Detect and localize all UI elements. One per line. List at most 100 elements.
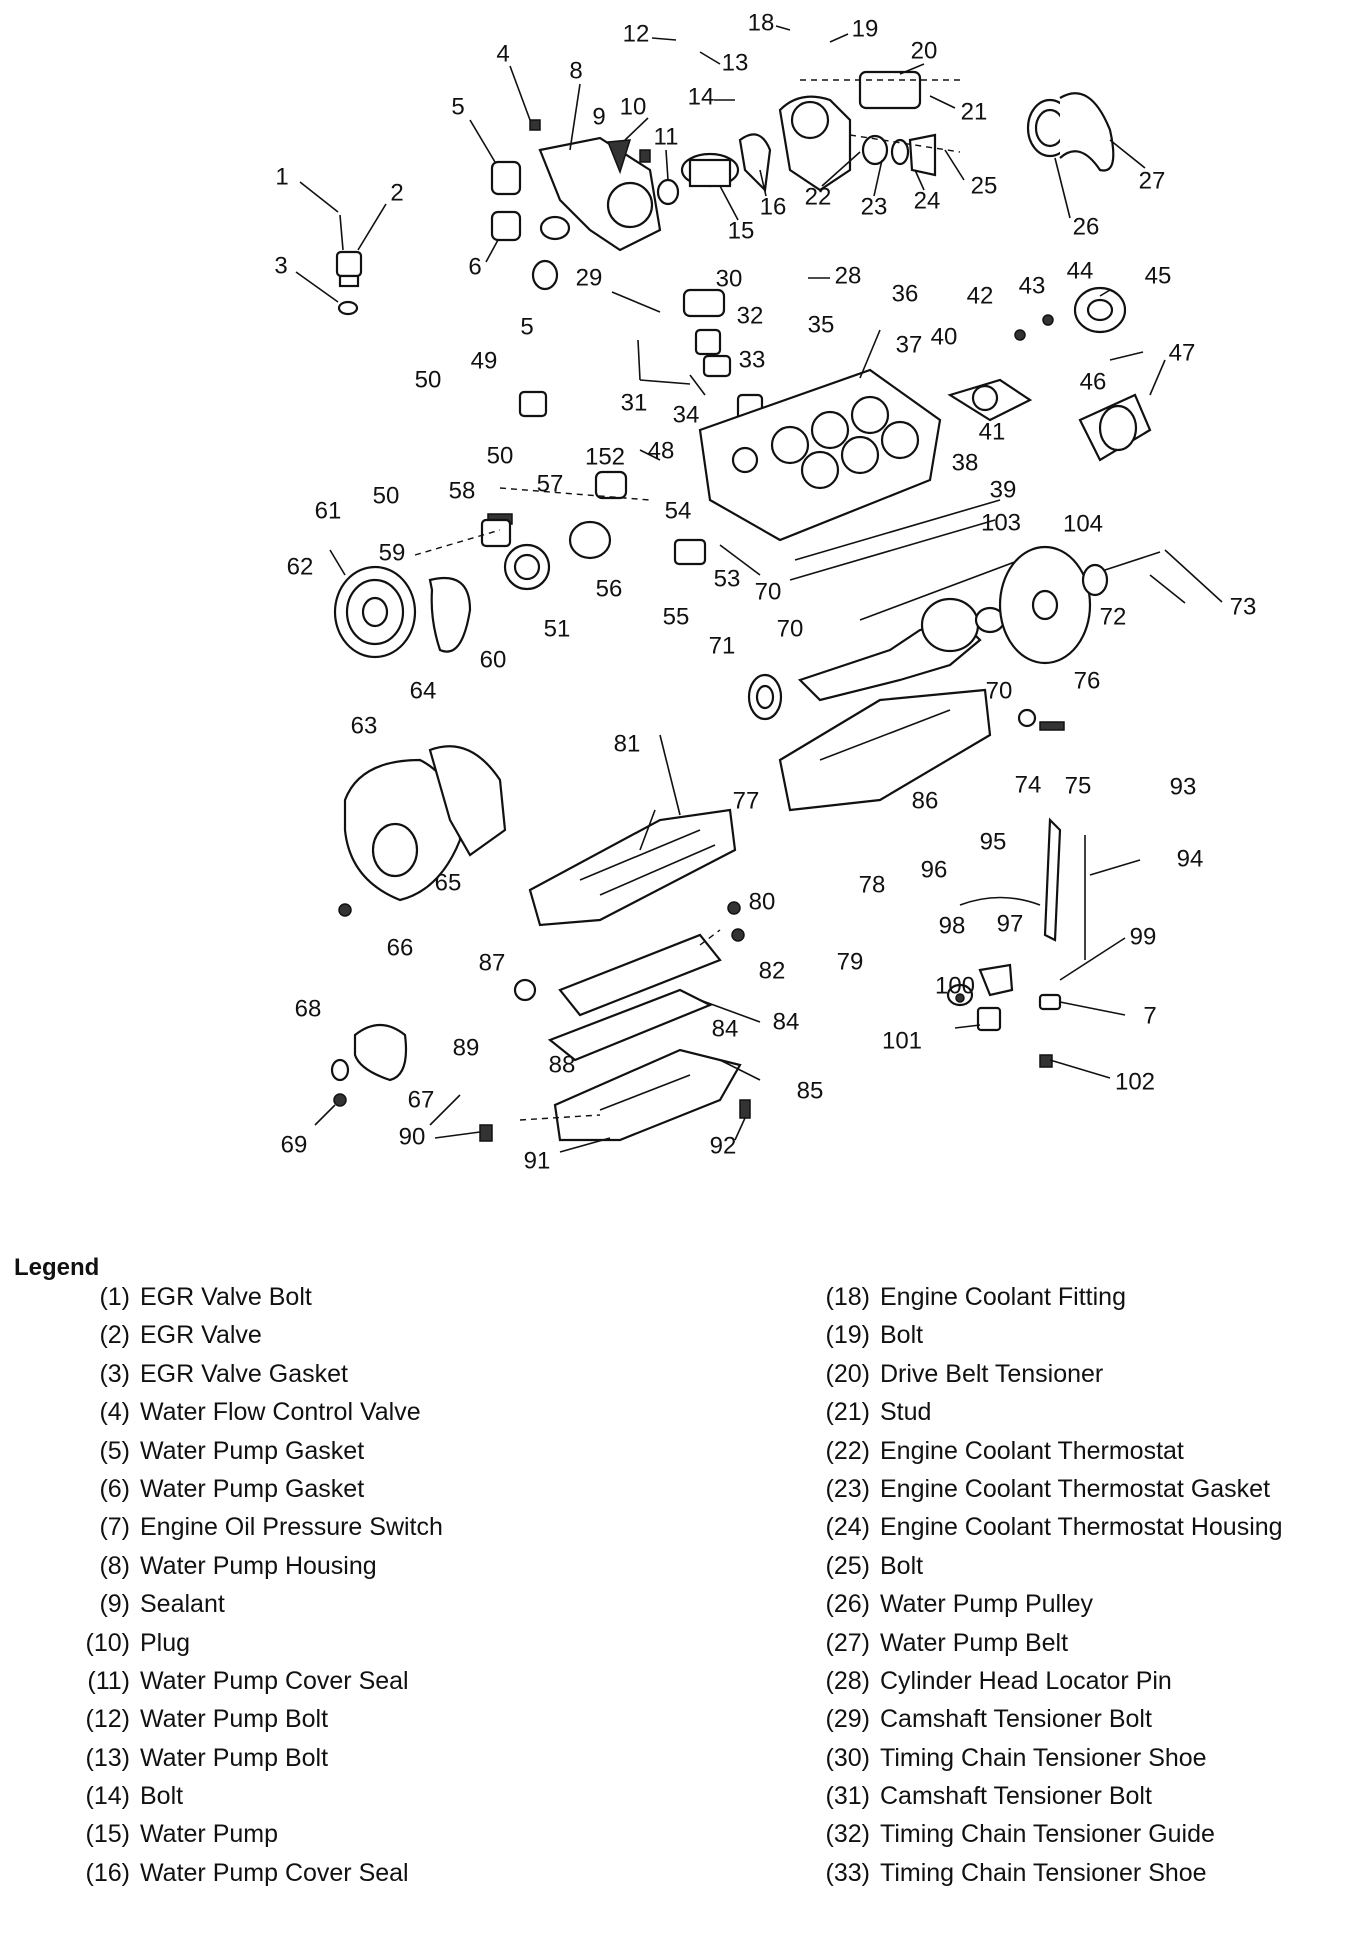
callout: 58 — [449, 477, 476, 504]
legend-column-right: (18)Engine Coolant Fitting (19) Bolt (20)Dr… — [800, 1278, 1283, 1892]
legend-item: (2)EGR Valve — [60, 1316, 443, 1354]
callout: 62 — [287, 553, 314, 580]
legend-item-text: Timing Chain Tensioner Shoe — [880, 1743, 1207, 1772]
legend-item-text: Engine Oil Pressure Switch — [140, 1513, 443, 1542]
legend-column-left: (1)EGR Valve Bolt(2)EGR Valve(3)EGR Valv… — [60, 1278, 443, 1892]
callout: 88 — [549, 1051, 576, 1078]
callout: 47 — [1169, 339, 1196, 366]
legend-item: (18)Engine Coolant Fitting — [800, 1278, 1283, 1316]
legend-item: (1) EGR Valve Bolt — [60, 1278, 443, 1316]
callout: 68 — [295, 995, 322, 1022]
callout: 40 — [931, 323, 958, 350]
legend-item: (28)Cylinder Head Locator Pin — [800, 1662, 1283, 1700]
callout: 63 — [351, 712, 378, 739]
legend-item: (32)Timing Chain Tensioner Guide — [800, 1815, 1283, 1853]
legend-item-number: (1) — [99, 1283, 130, 1311]
legend-item: (27)Water Pump Belt — [800, 1624, 1283, 1662]
legend-item-number: (12) — [85, 1705, 130, 1734]
callout: 102 — [1115, 1068, 1155, 1095]
legend-item-text: Engine Coolant Fitting — [880, 1283, 1126, 1311]
legend-item: (13)Water Pump Bolt — [60, 1739, 443, 1777]
legend-item: (11)Water Pump Cover Seal — [60, 1662, 443, 1700]
callout: 11 — [654, 123, 679, 150]
legend-item-text: EGR Valve Gasket — [140, 1359, 348, 1388]
legend-item-text: Water Pump Bolt — [140, 1705, 329, 1734]
callout: 72 — [1100, 603, 1127, 630]
legend-item-text: EGR Valve — [140, 1321, 262, 1350]
leader-lines — [295, 25, 1223, 1153]
parts-artwork — [330, 70, 1161, 1142]
legend-item: (20)Drive Belt Tensioner — [800, 1355, 1283, 1393]
callout: 15 — [728, 217, 755, 244]
legend-item-number: (24) — [825, 1513, 870, 1542]
legend-item-number: (26) — [825, 1590, 870, 1619]
legend-item-text: Plug — [140, 1628, 191, 1657]
callout: 104 — [1063, 510, 1103, 537]
callout: 30 — [716, 265, 743, 292]
callout: 64 — [410, 677, 437, 704]
legend-item-number: (9) — [99, 1590, 130, 1619]
legend-item: (25)Bolt — [800, 1547, 1283, 1585]
callout: 23 — [861, 193, 888, 220]
legend-item-text: Water Pump Pulley — [880, 1590, 1094, 1619]
callout: 43 — [1019, 272, 1046, 299]
legend-item-number: (11) — [87, 1666, 130, 1695]
callout: 92 — [710, 1132, 737, 1159]
legend-item-text: Engine Coolant Thermostat Housing — [880, 1513, 1283, 1542]
callout: 82 — [759, 957, 786, 984]
callout: 59 — [379, 539, 406, 566]
callout: 75 — [1065, 772, 1092, 799]
callout: 2 — [390, 179, 403, 206]
legend-item-text: Water Pump Housing — [140, 1551, 377, 1580]
legend-item: (4)Water Flow Control Valve — [60, 1393, 443, 1431]
callout: 57 — [537, 470, 564, 497]
callout: 55 — [663, 603, 690, 630]
legend-item-text: Drive Belt Tensioner — [880, 1359, 1104, 1388]
legend-item-number: (25) — [825, 1551, 870, 1580]
callout: 45 — [1145, 262, 1172, 289]
callout: 36 — [892, 280, 919, 307]
legend-item: (8) Water Pump Housing — [60, 1547, 443, 1585]
legend-item: (5)Water Pump Gasket — [60, 1432, 443, 1470]
legend-item: (23)Engine Coolant Thermostat Gasket — [800, 1470, 1283, 1508]
legend-item: (29)Camshaft Tensioner Bolt — [800, 1700, 1283, 1738]
callout: 76 — [1074, 667, 1101, 694]
callout: 152 — [585, 443, 625, 470]
legend-item-text: Sealant — [140, 1590, 225, 1619]
callout: 5 — [451, 93, 464, 120]
callout: 16 — [760, 193, 787, 220]
legend-item-number: (33) — [825, 1858, 870, 1887]
callout: 84 — [773, 1008, 800, 1035]
callout: 32 — [737, 302, 764, 329]
legend-item-number: (30) — [825, 1743, 870, 1772]
legend-item: (30) Timing Chain Tensioner Shoe — [800, 1739, 1283, 1777]
legend-item-number: (14) — [85, 1782, 130, 1811]
callout: 70 — [755, 578, 782, 605]
callout: 31 — [621, 389, 648, 416]
legend-item-text: Engine Coolant Thermostat — [880, 1436, 1184, 1465]
callout: 26 — [1073, 213, 1100, 240]
legend-item-number: (19) — [825, 1321, 870, 1350]
legend-item-number: (8) — [99, 1551, 130, 1580]
callout: 8 — [569, 57, 582, 84]
callout: 69 — [281, 1131, 308, 1158]
legend-item-text: Bolt — [140, 1782, 184, 1811]
callout: 81 — [614, 730, 641, 757]
callout: 93 — [1170, 773, 1197, 800]
legend-item-number: (22) — [825, 1436, 870, 1465]
callout: 95 — [980, 828, 1007, 855]
legend-item-text: Bolt — [880, 1321, 924, 1350]
legend-item-text: Water Pump Bolt — [140, 1743, 329, 1772]
legend-item-text: Camshaft Tensioner Bolt — [880, 1782, 1152, 1811]
legend-item-number: (21) — [825, 1398, 870, 1427]
legend-item-text: Water Pump Belt — [880, 1628, 1069, 1657]
legend-item-number: (31) — [825, 1782, 870, 1811]
callout: 99 — [1130, 923, 1157, 950]
legend-item-text: Water Flow Control Valve — [140, 1398, 421, 1427]
callout: 14 — [688, 83, 715, 110]
legend-item-text: EGR Valve Bolt — [140, 1283, 312, 1311]
callout: 67 — [408, 1086, 435, 1113]
callout: 77 — [733, 787, 760, 814]
callout: 4 — [496, 40, 509, 67]
callout: 65 — [435, 869, 462, 896]
